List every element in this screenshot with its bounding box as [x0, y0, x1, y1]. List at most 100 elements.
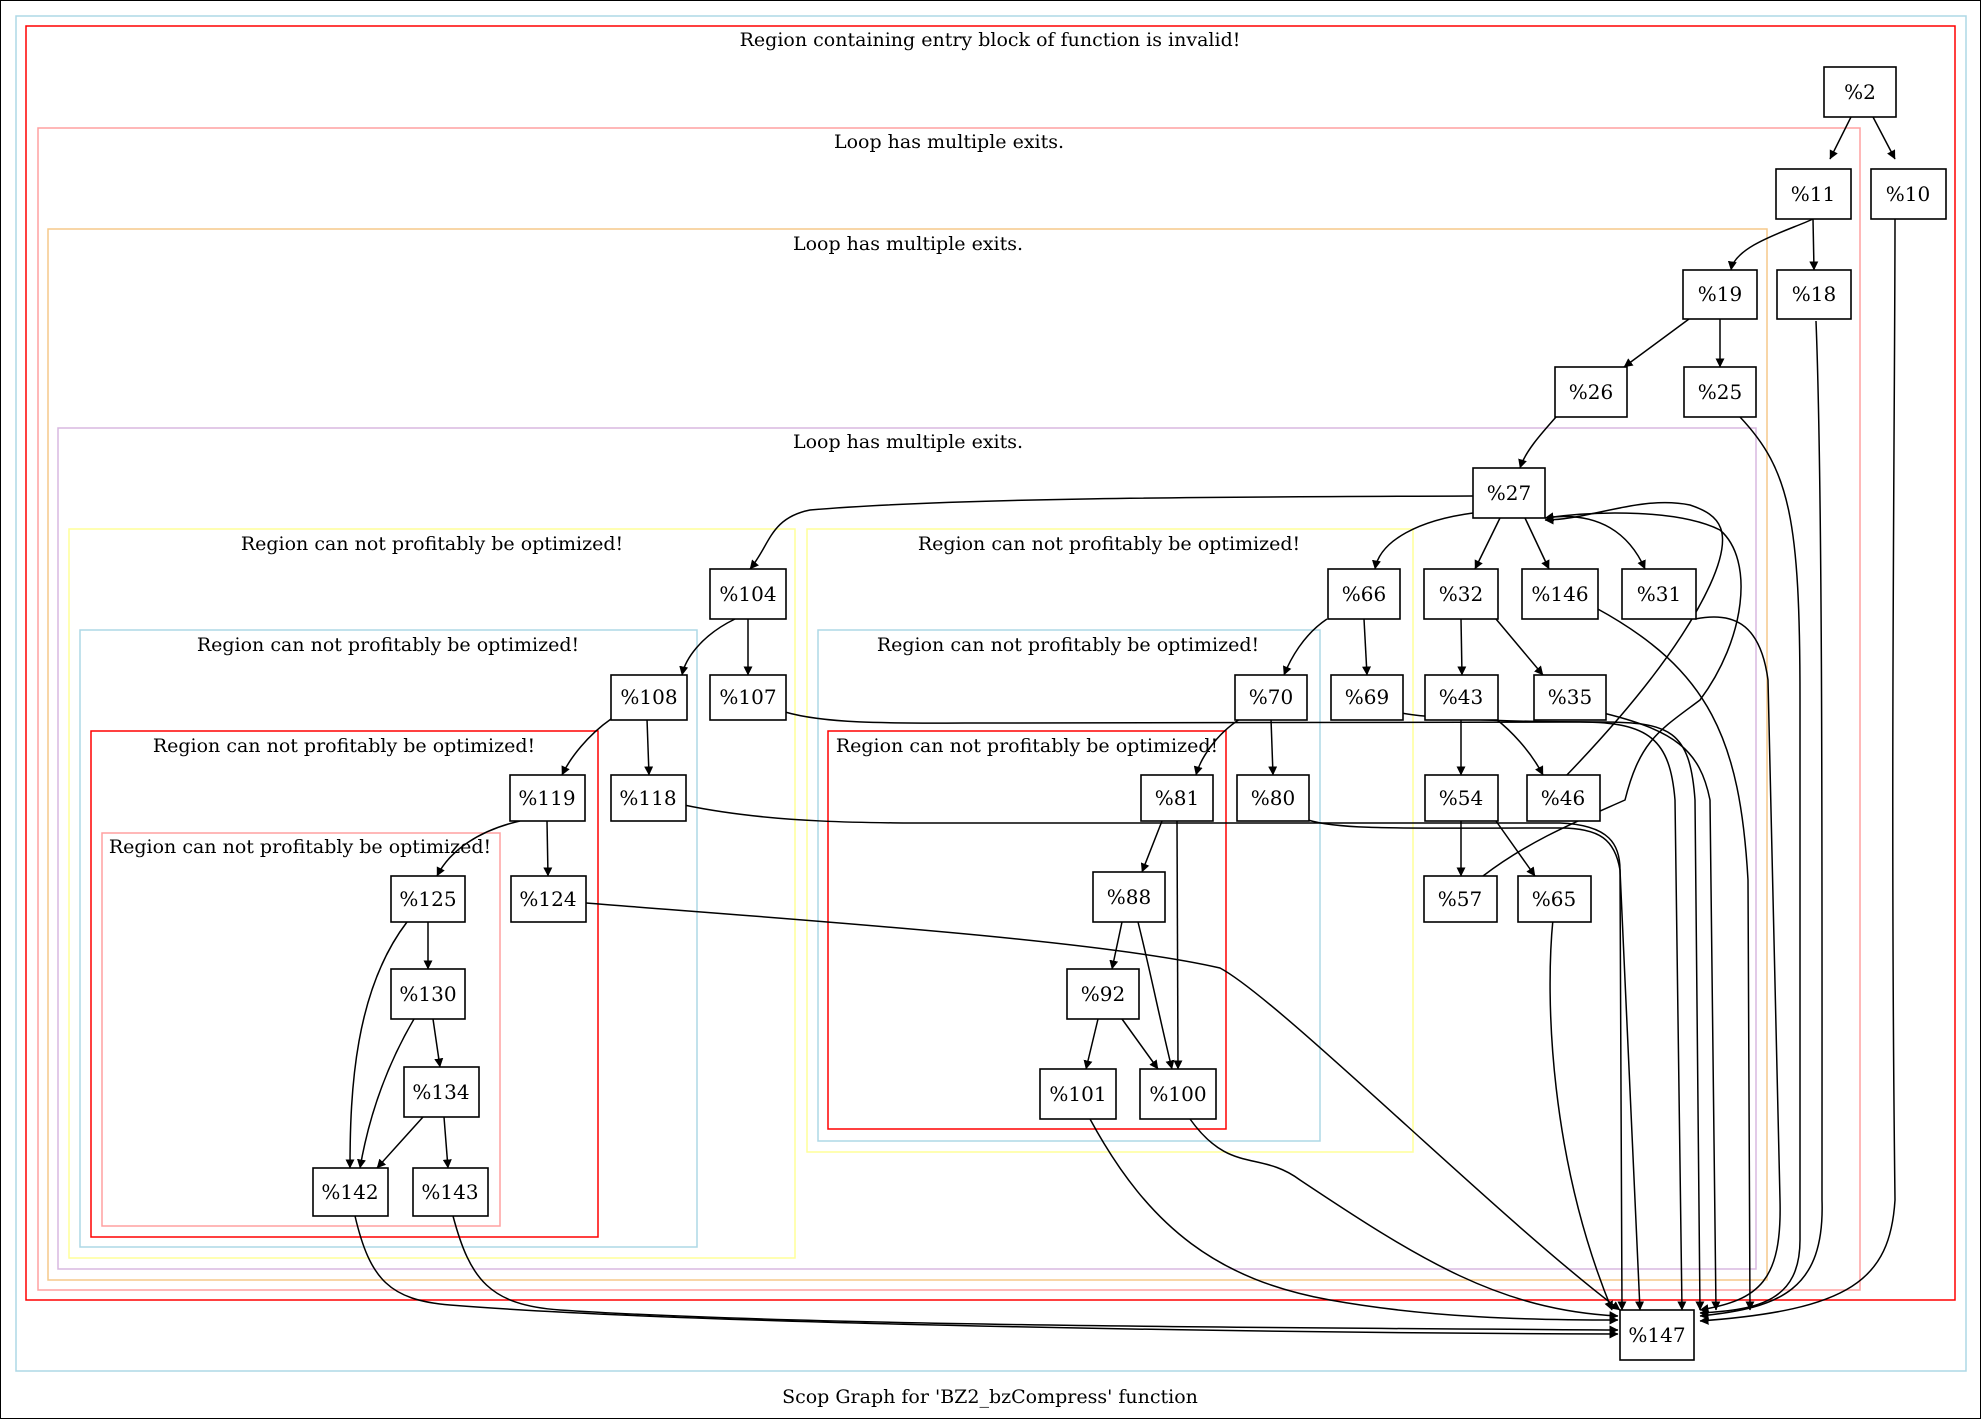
node-2[interactable]: %2: [1823, 66, 1897, 118]
cluster-loop-3-label: Loop has multiple exits.: [793, 431, 1023, 453]
edge-81-100: [1173, 820, 1183, 1070]
edge-46-27: [1544, 501, 1724, 779]
cluster-region-left-2-label: Region can not profitably be optimized!: [197, 634, 579, 656]
node-146-label: %146: [1531, 582, 1588, 606]
cluster-loop-1: Loop has multiple exits.: [37, 127, 1861, 1291]
node-57[interactable]: %57: [1423, 875, 1498, 923]
node-88-label: %88: [1107, 885, 1151, 909]
node-66[interactable]: %66: [1327, 568, 1401, 620]
node-81[interactable]: %81: [1140, 774, 1214, 822]
node-69[interactable]: %69: [1330, 674, 1404, 721]
edge-92-100: [1121, 1018, 1159, 1070]
edge-118-147: [683, 804, 1627, 1311]
node-125-label: %125: [399, 887, 456, 911]
node-134[interactable]: %134: [403, 1066, 480, 1118]
edge-31-147: [1694, 616, 1781, 1314]
node-27[interactable]: %27: [1472, 467, 1546, 519]
edge-66-70: [1282, 618, 1328, 676]
cluster-region-mid-2-border: [817, 629, 1321, 1142]
edge-27-146: [1524, 517, 1550, 570]
node-26-label: %26: [1569, 380, 1613, 404]
edge-130-142: [357, 1018, 415, 1169]
cluster-region-mid-2: Region can not profitably be optimized!: [817, 629, 1321, 1142]
node-88[interactable]: %88: [1092, 871, 1166, 923]
node-142[interactable]: %142: [312, 1167, 389, 1217]
node-10[interactable]: %10: [1870, 168, 1947, 220]
node-108-label: %108: [620, 685, 677, 709]
node-104[interactable]: %104: [709, 568, 787, 620]
edge-101-147: [1089, 1118, 1619, 1325]
node-70-label: %70: [1249, 685, 1293, 709]
node-10-label: %10: [1886, 182, 1930, 206]
node-18-label: %18: [1792, 282, 1836, 306]
node-70[interactable]: %70: [1234, 674, 1308, 721]
edge-100-147: [1189, 1118, 1619, 1321]
cluster-entry-invalid-label: Region containing entry block of functio…: [740, 29, 1241, 51]
node-65[interactable]: %65: [1517, 875, 1592, 923]
node-92[interactable]: %92: [1066, 968, 1140, 1020]
node-35[interactable]: %35: [1533, 674, 1607, 721]
node-130[interactable]: %130: [390, 968, 466, 1020]
cluster-region-left-3-label: Region can not profitably be optimized!: [153, 735, 535, 757]
cluster-region-left-label: Region can not profitably be optimized!: [241, 533, 623, 555]
node-11[interactable]: %11: [1775, 168, 1852, 220]
node-31[interactable]: %31: [1621, 568, 1697, 620]
node-118[interactable]: %118: [610, 774, 687, 822]
node-119[interactable]: %119: [509, 774, 586, 822]
cluster-loop-3-border: [57, 427, 1757, 1270]
edges: [345, 116, 1896, 1339]
node-43[interactable]: %43: [1424, 674, 1499, 721]
cluster-region-left-4-label: Region can not profitably be optimized!: [109, 836, 491, 858]
node-35-label: %35: [1548, 685, 1592, 709]
node-26[interactable]: %26: [1554, 366, 1628, 418]
cluster-loop-1-border: [37, 127, 1861, 1291]
edge-70-80: [1268, 718, 1278, 776]
node-143[interactable]: %143: [412, 1167, 489, 1217]
node-142-label: %142: [321, 1180, 378, 1204]
node-18[interactable]: %18: [1776, 269, 1852, 320]
edge-107-147: [784, 711, 1687, 1311]
node-19[interactable]: %19: [1682, 269, 1758, 320]
node-147[interactable]: %147: [1619, 1309, 1695, 1361]
cluster-region-left-2: Region can not profitably be optimized!: [79, 629, 698, 1248]
node-107-label: %107: [719, 685, 776, 709]
cluster-entry-invalid: Region containing entry block of functio…: [25, 25, 1956, 1301]
node-31-label: %31: [1637, 582, 1681, 606]
node-100[interactable]: %100: [1139, 1068, 1217, 1120]
cluster-region-left-3: Region can not profitably be optimized!: [90, 730, 599, 1238]
edge-65-147: [1549, 918, 1613, 1311]
node-107[interactable]: %107: [709, 674, 787, 721]
edge-27-66: [1372, 512, 1474, 570]
node-25[interactable]: %25: [1683, 366, 1757, 418]
edge-2-10: [1872, 116, 1896, 160]
edge-119-124: [543, 820, 553, 877]
node-125[interactable]: %125: [390, 875, 466, 923]
edge-27-104: [749, 495, 1474, 570]
edge-80-147: [1307, 819, 1645, 1311]
clusters: Region containing entry block of functio…: [15, 15, 1967, 1372]
node-124[interactable]: %124: [510, 875, 587, 923]
cluster-region-mid-label: Region can not profitably be optimized!: [918, 533, 1300, 555]
node-101[interactable]: %101: [1039, 1068, 1117, 1120]
node-46[interactable]: %46: [1526, 774, 1601, 822]
node-104-label: %104: [719, 582, 776, 606]
node-146[interactable]: %146: [1521, 568, 1599, 620]
cluster-region-left-3-border: [90, 730, 599, 1238]
cluster-loop-2-label: Loop has multiple exits.: [793, 233, 1023, 255]
node-32[interactable]: %32: [1423, 568, 1499, 620]
node-118-label: %118: [619, 786, 676, 810]
node-108[interactable]: %108: [610, 674, 688, 721]
node-80[interactable]: %80: [1236, 774, 1310, 822]
cluster-loop-1-label: Loop has multiple exits.: [834, 131, 1064, 153]
cluster-outer: [15, 15, 1967, 1372]
node-11-label: %11: [1791, 182, 1835, 206]
node-43-label: %43: [1439, 685, 1483, 709]
node-100-label: %100: [1149, 1082, 1206, 1106]
node-54[interactable]: %54: [1424, 774, 1499, 822]
edge-11-18: [1809, 218, 1819, 271]
edge-88-100: [1137, 921, 1175, 1070]
edge-146-147: [1595, 607, 1755, 1311]
cluster-outer-border: [15, 15, 1967, 1372]
